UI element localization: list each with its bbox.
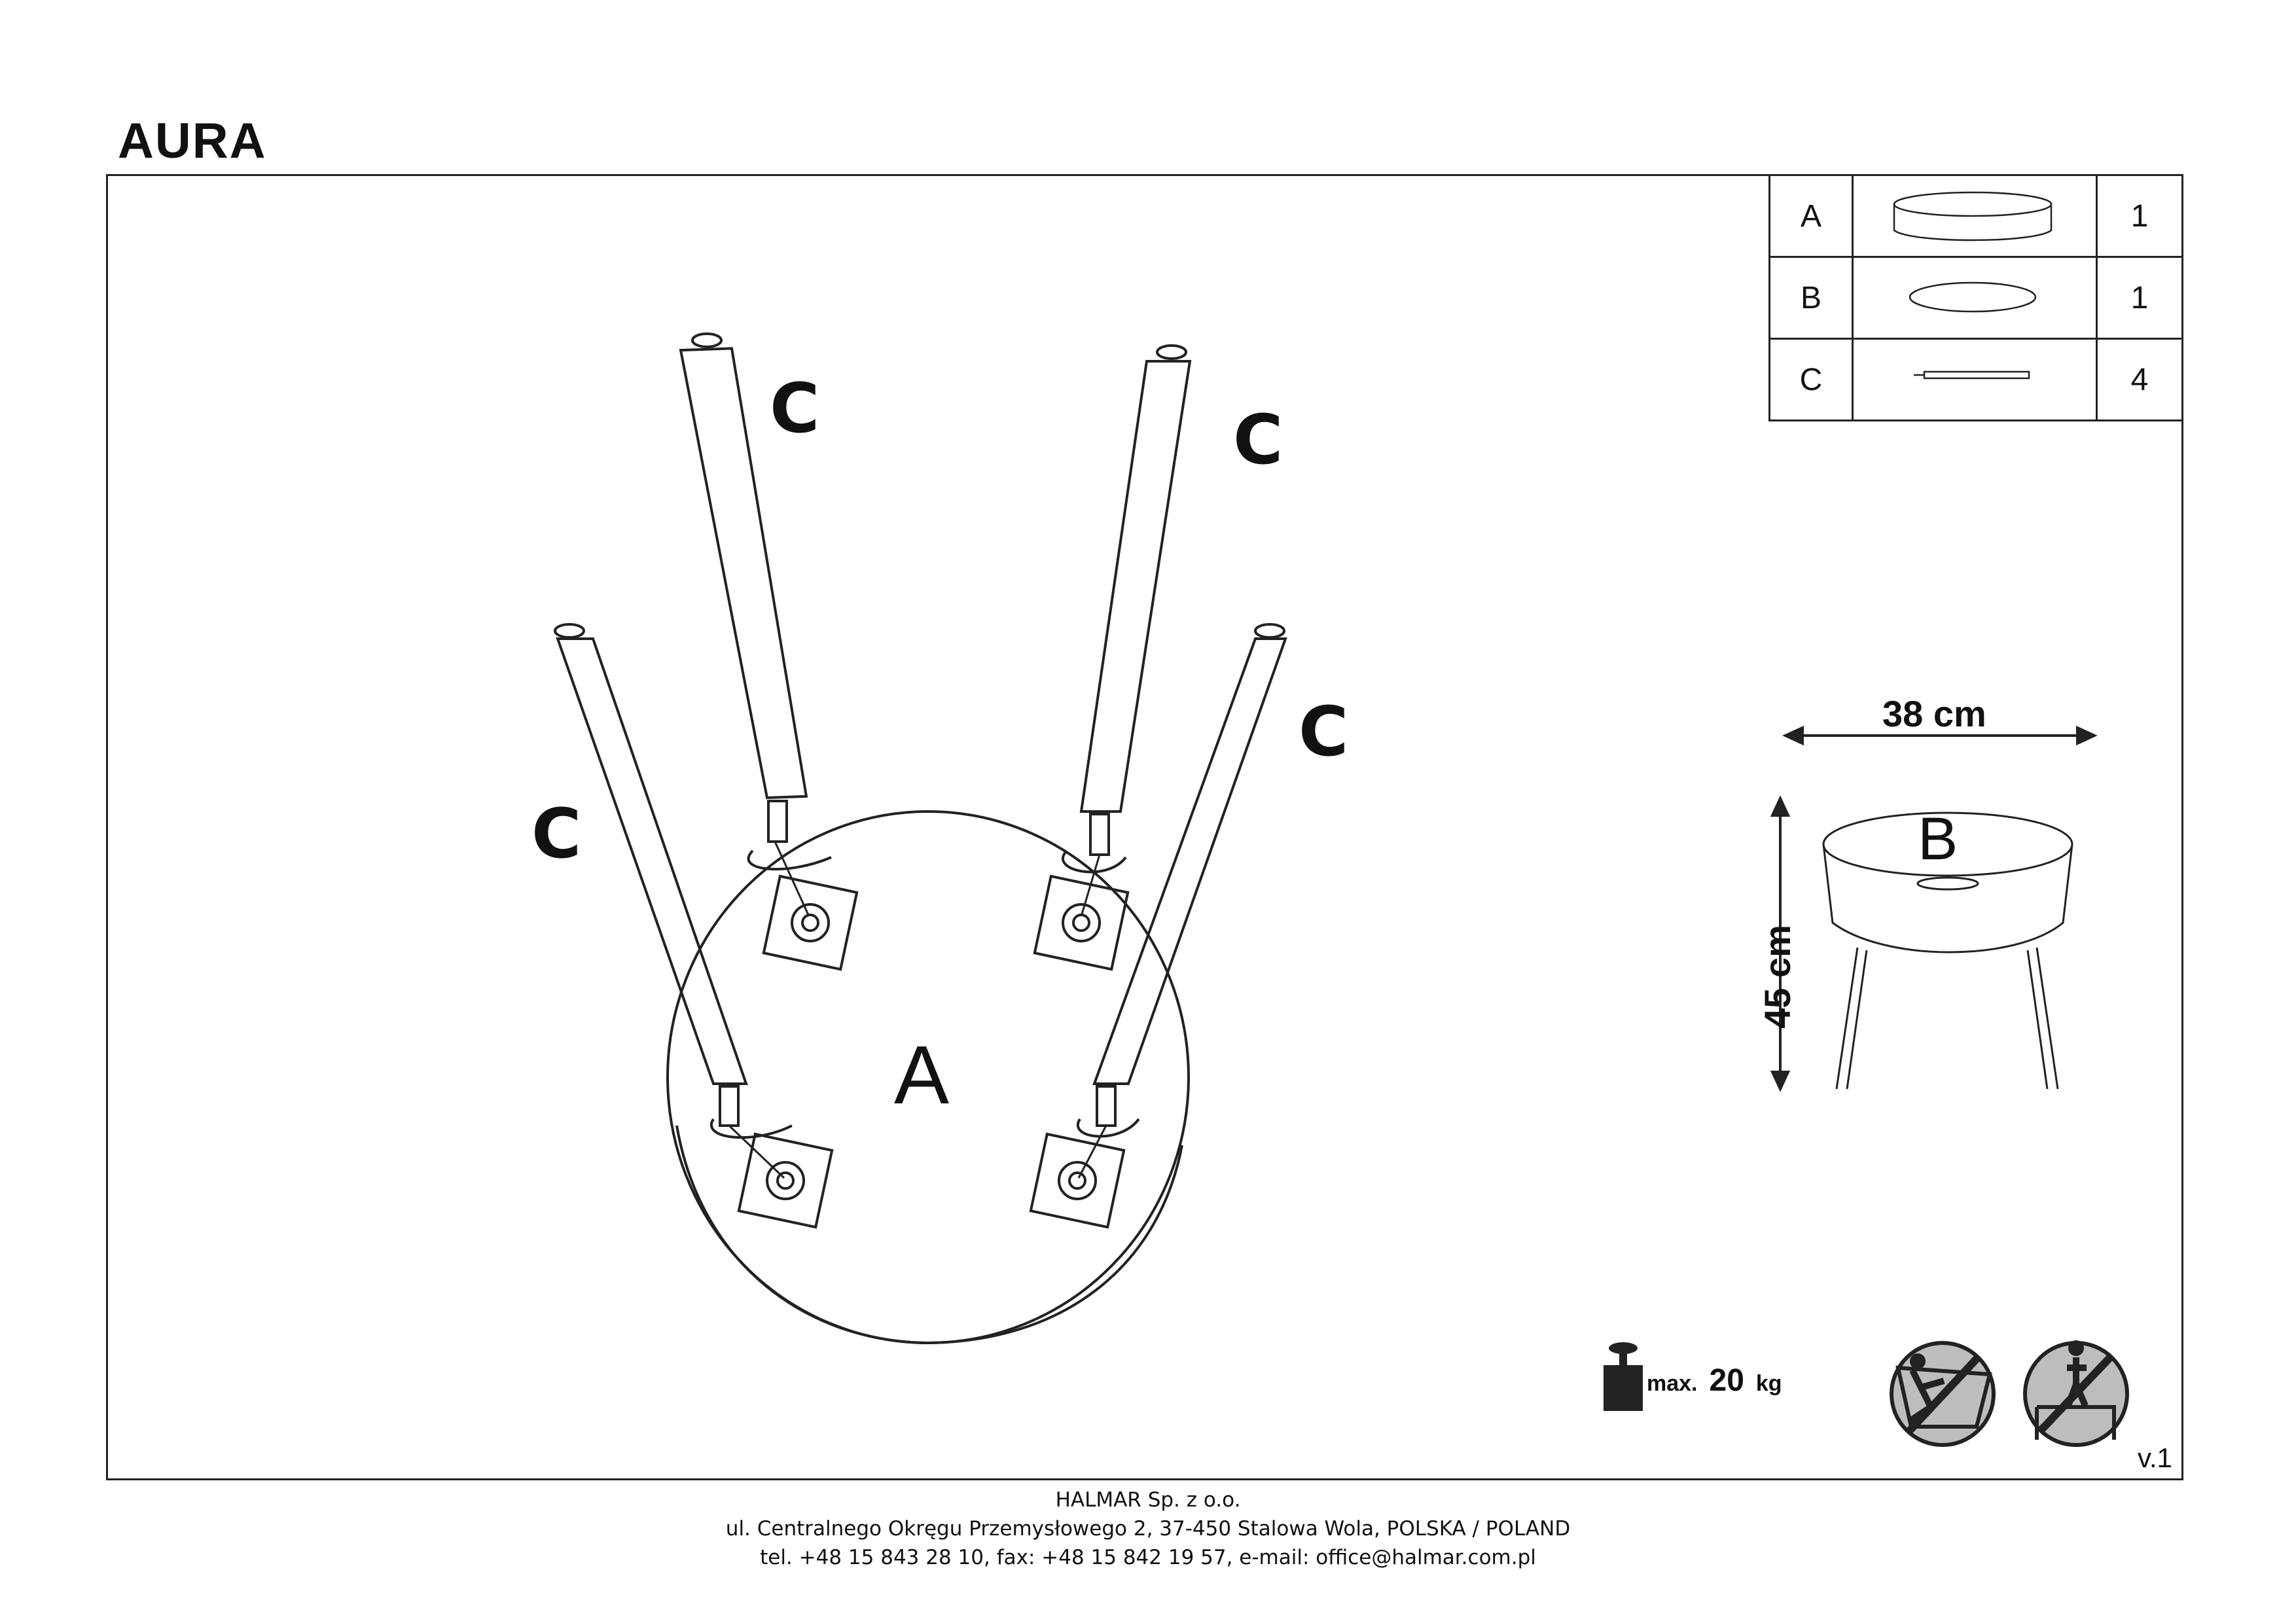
version-label: v.1 xyxy=(2138,1442,2172,1473)
height-dimension: 45 cm xyxy=(1756,925,1798,1029)
leg-mid-right xyxy=(1077,637,1287,1179)
rotate-arrow-br xyxy=(1077,1118,1140,1138)
leg-label-c-2: C xyxy=(1233,400,1283,480)
part-quantity: 4 xyxy=(2096,338,2183,421)
footer-contact: tel. +48 15 843 28 10, fax: +48 15 842 1… xyxy=(760,1546,1536,1569)
mounting-plate-bl xyxy=(737,1132,834,1229)
parts-row: C 4 xyxy=(1768,338,2183,421)
part-quantity: 1 xyxy=(2096,174,2183,258)
max-load: max. 20 kg xyxy=(1647,1363,1782,1399)
rotate-arrow-tr xyxy=(1062,849,1127,874)
leg-label-c-4: C xyxy=(1299,692,1349,772)
leg-label-c-1: C xyxy=(770,368,820,448)
rotate-arrow-bl xyxy=(710,1118,793,1139)
part-image-cell xyxy=(1852,256,2098,340)
leg-label-c-3: C xyxy=(531,794,582,874)
leg-mid-left xyxy=(556,637,785,1179)
footer-address: ul. Centralnego Okręgu Przemysłowego 2, … xyxy=(725,1517,1571,1541)
mounting-plate-tr xyxy=(1033,874,1130,971)
document-title: AURA xyxy=(118,113,267,169)
no-standing-icon xyxy=(2023,1340,2129,1447)
part-quantity: 1 xyxy=(2096,256,2183,340)
width-dimension: 38 cm xyxy=(1882,693,1986,734)
part-image-cell xyxy=(1852,338,2098,421)
parts-list-table: A 1 B 1 C 4 xyxy=(1768,174,2183,421)
body-label-a: A xyxy=(894,1029,950,1121)
mounting-plate-tl xyxy=(762,874,859,971)
footer: HALMAR Sp. z o.o. ul. Centralnego Okręgu… xyxy=(0,1486,2296,1572)
part-label: B xyxy=(1768,256,1854,340)
mounting-plate-br xyxy=(1029,1132,1126,1229)
part-image-cell xyxy=(1852,174,2098,258)
max-load-prefix: max. xyxy=(1647,1371,1698,1396)
parts-row: B 1 xyxy=(1768,256,2183,340)
weight-icon xyxy=(1604,1342,1643,1411)
parts-row: A 1 xyxy=(1768,174,2183,258)
side-table-sketch xyxy=(1822,812,2073,1090)
no-climbing-icon xyxy=(1890,1341,1996,1447)
footer-company: HALMAR Sp. z o.o. xyxy=(1055,1488,1241,1512)
rotate-arrow-tl xyxy=(747,849,832,871)
leg-top-right xyxy=(1079,360,1192,917)
max-load-value: 20 xyxy=(1709,1363,1744,1398)
max-load-unit: kg xyxy=(1755,1371,1782,1396)
lid-label-b: B xyxy=(1918,806,1958,872)
leg-top-left xyxy=(679,347,810,917)
part-label: A xyxy=(1768,174,1854,258)
table-body-side xyxy=(675,1125,1183,1345)
instruction-frame xyxy=(106,174,2183,1480)
part-label: C xyxy=(1768,338,1854,421)
